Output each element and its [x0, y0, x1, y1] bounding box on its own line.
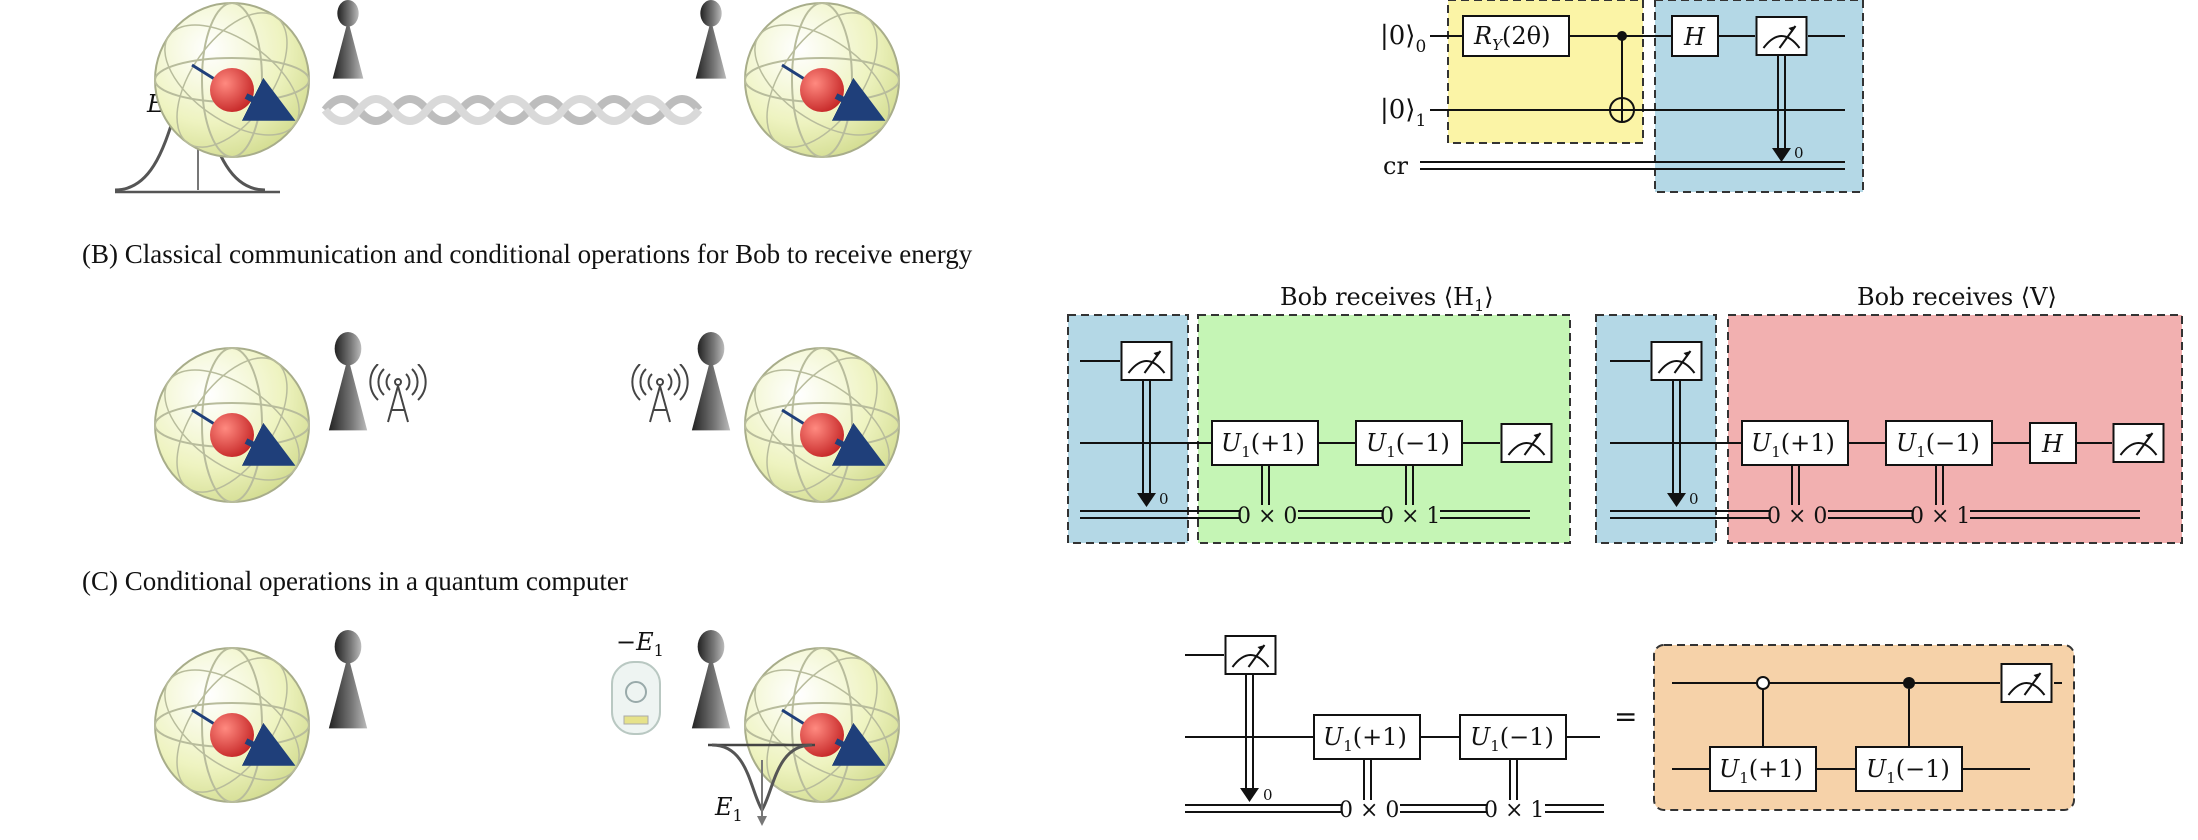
alice-bloch-sphere-b	[146, 339, 318, 511]
u-minus-gate-c-box	[1855, 746, 1963, 792]
measure-icon	[1755, 16, 1808, 56]
qubit0-label: |0⟩0	[1380, 21, 1426, 57]
u-minus-gate-b1	[1355, 420, 1463, 466]
cond1-label-b1: 0 × 1	[1380, 504, 1440, 529]
ry-gate-label: RY(2θ)	[1473, 22, 1550, 54]
h-gate-b2	[2029, 422, 2077, 464]
alice-bloch-sphere	[146, 0, 318, 166]
bob-receives-h1-title: Bob receives ⟨H1⟩	[1280, 283, 1494, 315]
panel-b-circuit-left: Bob receives ⟨H1⟩ 0 U1(+1) U1(−1) 0 × 0	[1067, 283, 1571, 544]
alice-antenna-icon	[369, 364, 427, 423]
h-gate-label-b2: H	[2041, 430, 2064, 458]
panel-c-illustration: −E1 E1	[146, 628, 908, 826]
u-plus-gate-c	[1313, 714, 1421, 760]
battery-icon	[611, 661, 661, 735]
classical-register-label: cr	[1383, 152, 1408, 180]
panel-b-circuit-right: Bob receives ⟨V⟩ 0 U1(+1) U1(−1) H	[1595, 283, 2183, 544]
measure-icon-b2-bob	[2112, 423, 2165, 463]
u-minus-label-b1: U1(−1)	[1366, 429, 1450, 461]
u-plus-label-c: U1(+1)	[1323, 723, 1407, 755]
measure-icon-b1-bob	[1500, 423, 1553, 463]
cond1-label-c: 0 × 1	[1484, 798, 1544, 823]
u-plus-gate-b2	[1741, 420, 1849, 466]
bob-bloch-sphere-b	[736, 339, 908, 511]
alice-tower-icon-b	[328, 332, 368, 431]
h-gate-label: H	[1683, 23, 1706, 51]
cond0-label-c: 0 × 0	[1339, 798, 1399, 823]
panel-b-illustration	[146, 332, 908, 511]
measure-bit-c: 0	[1263, 786, 1273, 804]
bob-tower-icon-c	[691, 630, 731, 729]
measure-icon-c-box	[2000, 663, 2053, 703]
cond1-label-b2: 0 × 1	[1910, 504, 1970, 529]
u-plus-label-c-box: U1(+1)	[1719, 755, 1803, 787]
cond0-label-b2: 0 × 0	[1767, 504, 1827, 529]
bob-bloch-sphere	[736, 0, 908, 166]
measure-icon-b1	[1120, 341, 1173, 381]
u-plus-gate-c-box	[1709, 746, 1817, 792]
measure-icon-b2	[1650, 341, 1703, 381]
u-minus-label-c-box: U1(−1)	[1866, 755, 1950, 787]
measure-bit-label: 0	[1794, 144, 1804, 162]
panel-a-illustration: E0	[114, 0, 908, 194]
bob-tower-icon-b	[691, 332, 731, 431]
equals-sign: =	[1614, 700, 1637, 733]
section-b-title: (B) Classical communication and conditio…	[82, 239, 973, 269]
measure-bit-b1: 0	[1159, 490, 1169, 508]
measure-icon-c	[1224, 635, 1277, 675]
alice-tower-icon-c	[328, 630, 368, 729]
neg-energy-label: −E1	[616, 628, 664, 660]
u-plus-label-b1: U1(+1)	[1221, 429, 1305, 461]
qubit1-label: |0⟩1	[1380, 95, 1426, 131]
u-minus-label-c: U1(−1)	[1470, 723, 1554, 755]
u-minus-label-b2: U1(−1)	[1896, 429, 1980, 461]
bob-antenna-icon	[631, 364, 689, 423]
entanglement-helix	[321, 95, 703, 125]
energy-e1-label: E1	[714, 793, 743, 825]
cond0-label-b1: 0 × 0	[1237, 504, 1297, 529]
u-plus-gate-b1	[1211, 420, 1319, 466]
h-gate	[1671, 15, 1719, 57]
bob-tower-icon	[695, 0, 727, 79]
alice-bloch-sphere-c	[146, 639, 318, 811]
closed-control-dot	[1903, 677, 1915, 689]
ry-gate	[1462, 15, 1570, 57]
alice-tower-icon	[332, 0, 364, 79]
u-minus-gate-b2	[1885, 420, 1993, 466]
panel-c-circuit: 0 U1(+1) U1(−1) 0 × 0 0 × 1 =	[1185, 635, 2075, 823]
open-control-dot	[1756, 676, 1770, 690]
bob-receives-v-title: Bob receives ⟨V⟩	[1857, 283, 2057, 311]
u-plus-label-b2: U1(+1)	[1751, 429, 1835, 461]
panel-a-circuit: |0⟩0 |0⟩1 cr RY(2θ) H 0	[1380, 0, 1864, 193]
measure-bit-b2: 0	[1689, 490, 1699, 508]
u-minus-gate-c	[1459, 714, 1567, 760]
section-c-title: (C) Conditional operations in a quantum …	[82, 566, 628, 596]
